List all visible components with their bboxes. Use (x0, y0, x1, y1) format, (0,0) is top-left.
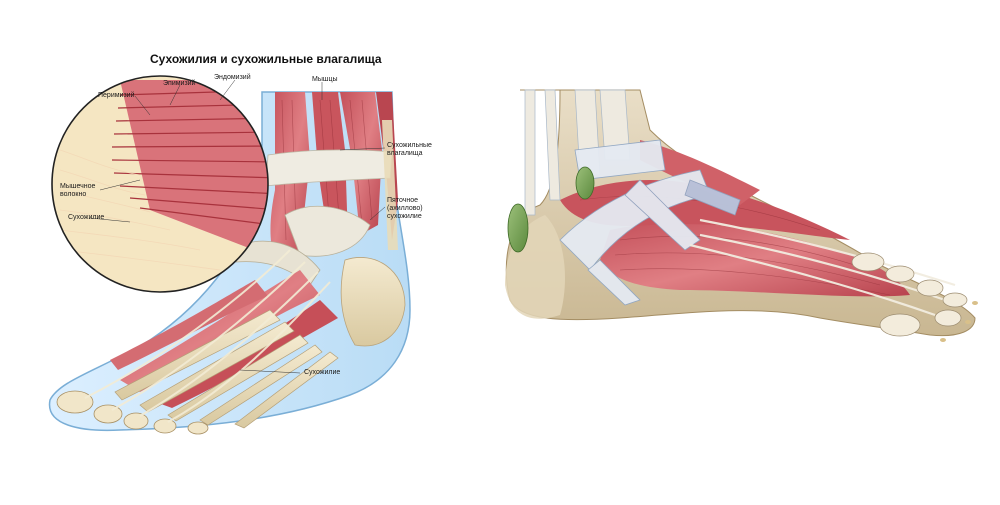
left-foot-illustration (48, 91, 411, 435)
label-tendon-inset: Сухожилие (68, 214, 105, 221)
muscle-detail-inset (51, 75, 269, 293)
label-perimysium: Перимизий (98, 92, 135, 99)
label-epimysium: Эпимизий (163, 80, 196, 87)
leader-lines (89, 79, 386, 374)
label-tendon-bottom: Сухожилие (304, 369, 341, 376)
bursa-green (507, 203, 529, 253)
label-calcaneal-tendon: Пяточное (ахиллово) сухожилие (387, 197, 423, 220)
diagram-title: Сухожилия и сухожильные влагалища (150, 52, 382, 66)
label-muscle: Мышцы (312, 76, 338, 83)
label-muscle-fiber: Мышечное волокно (60, 183, 96, 198)
label-endomysium: Эндомизий (214, 74, 251, 81)
right-foot-illustration (505, 89, 978, 342)
label-tendon-sheaths: Сухожильные влагалища (387, 142, 432, 157)
